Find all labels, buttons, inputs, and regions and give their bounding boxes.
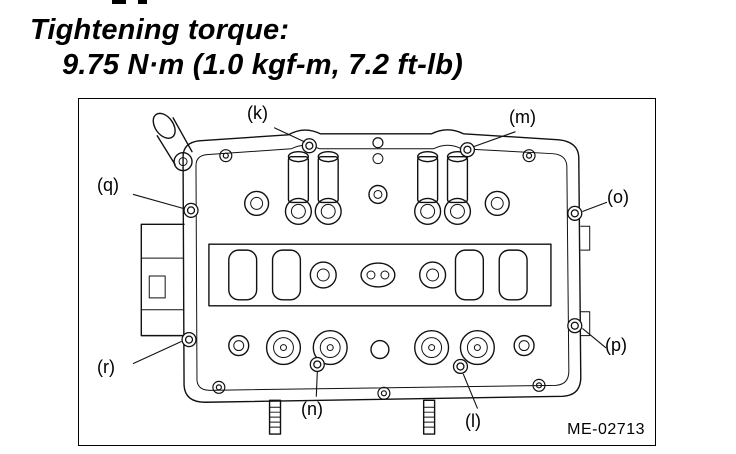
- camshaft-band: [208, 243, 552, 307]
- bolt-n: [309, 356, 325, 373]
- engine-head-diagram: [132, 112, 608, 435]
- callout-q: (q): [97, 175, 119, 195]
- misc-bolts: [212, 137, 546, 400]
- callout-r: (r): [97, 357, 115, 377]
- bolt-k: [301, 138, 317, 154]
- leader-n: [315, 371, 318, 397]
- callout-o: (o): [607, 187, 629, 207]
- valve-towers-left: [244, 150, 342, 225]
- right-edge-tabs: [580, 225, 591, 337]
- leader-q: [132, 193, 184, 209]
- callout-m: (m): [509, 107, 536, 127]
- head-studs: [268, 399, 436, 435]
- dowel-pin: [152, 112, 193, 172]
- head-outline: [182, 129, 582, 403]
- leader-lines: [132, 127, 608, 409]
- bolt-q: [183, 202, 199, 218]
- figure-box: (k) (m) (q) (o) (r) (p) (n) (l) ME-02713: [78, 98, 656, 446]
- torque-spec-title: Tightening torque:: [30, 14, 290, 46]
- torque-bolts: [181, 138, 583, 375]
- callout-l: (l): [465, 411, 481, 431]
- bolt-m: [459, 142, 476, 158]
- leader-o: [582, 201, 608, 212]
- valve-towers-right: [414, 150, 510, 225]
- torque-spec-value: 9.75 N·m (1.0 kgf-m, 7.2 ft-lb): [62, 49, 463, 81]
- leader-p: [582, 328, 607, 349]
- leader-r: [132, 341, 182, 365]
- figure-ref-code: ME-02713: [567, 421, 645, 438]
- leader-k: [273, 127, 305, 143]
- left-mount: [140, 223, 185, 337]
- leader-l: [462, 373, 478, 409]
- valve-buckets-bottom: [228, 329, 535, 366]
- bolt-r: [181, 332, 197, 348]
- bolt-o: [567, 205, 583, 221]
- cropped-text-fragment: [112, 0, 158, 5]
- leader-m: [472, 131, 516, 148]
- callout-p: (p): [605, 335, 627, 355]
- callout-n: (n): [301, 399, 323, 419]
- bolt-p: [567, 318, 583, 334]
- callout-k: (k): [247, 103, 268, 123]
- bolt-l: [452, 358, 469, 375]
